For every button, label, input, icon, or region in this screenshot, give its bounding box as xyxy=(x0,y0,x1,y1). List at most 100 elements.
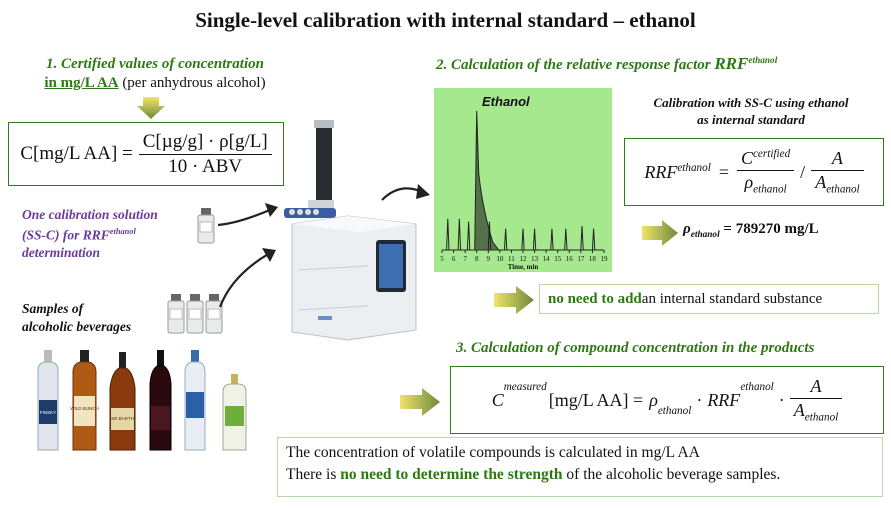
step3-frac-den: Aethanol xyxy=(790,399,842,424)
rho-symbol: ρ xyxy=(683,221,691,237)
rrf-rho-sub: ethanol xyxy=(753,183,787,196)
step2-heading-sup: ethanol xyxy=(748,56,778,66)
page-title: Single-level calibration with internal s… xyxy=(195,8,696,32)
conclusion-line2-post: of the alcoholic beverage samples. xyxy=(562,466,781,483)
step1-formula-fraction: C[µg/g] · ρ[g/L] 10 · ABV xyxy=(138,131,272,178)
bottle-flat xyxy=(222,374,247,451)
calibration-line2-sup: ethanol xyxy=(109,227,136,236)
chromatogram-peak xyxy=(457,218,462,251)
chromatogram-x-tick-label: 10 xyxy=(496,255,504,263)
step3-unit: [mg/L AA] = xyxy=(548,389,644,410)
step1-formula-box: C[mg/L AA] = C[µg/g] · ρ[g/L] 10 · ABV xyxy=(8,122,284,186)
chromatogram-peak xyxy=(466,221,471,251)
rrf-equals: = xyxy=(718,161,729,182)
chromatogram-x-tick-label: 18 xyxy=(589,255,597,263)
step3-rho-sub: ethanol xyxy=(657,405,692,417)
bottle-label-2: WILD BUNCH xyxy=(70,406,99,411)
step1-formula-denominator: 10 · ABV xyxy=(168,155,243,177)
chromatogram-peak xyxy=(580,225,584,251)
chromatogram-x-axis-label: Time, min xyxy=(508,263,539,271)
rrf-c: C xyxy=(740,148,753,169)
chromatogram-peak xyxy=(446,218,450,251)
step1-formula-numerator: C[µg/g] · ρ[g/L] xyxy=(138,131,272,155)
conclusion-line2: There is no need to determine the streng… xyxy=(286,464,874,486)
conclusion-box: The concentration of volatile compounds … xyxy=(277,437,883,497)
calibration-note-line1: Calibration with SS-C using ethanol xyxy=(653,95,849,110)
chromatogram-x-tick-label: 9 xyxy=(487,255,491,263)
no-need-bold: no need to add xyxy=(548,290,642,307)
curved-arrow-samples-icon xyxy=(218,252,271,308)
rrf-lhs-text: RRF xyxy=(644,161,678,182)
no-need-rest: an internal standard substance xyxy=(641,290,823,307)
chromatogram-x-tick-label: 16 xyxy=(566,255,574,263)
calibration-line2-text: (SS-C) for RRF xyxy=(22,227,110,243)
rho-number: = 789270 mg/L xyxy=(719,221,819,237)
step3-rrf-sup: ethanol xyxy=(740,381,774,393)
chromatogram-peak xyxy=(521,228,525,251)
step2-heading-rrf: RRF xyxy=(714,54,749,73)
rrf-a: A xyxy=(815,172,827,193)
no-need-box: no need to add an internal standard subs… xyxy=(539,284,879,314)
step3-heading: 3. Calculation of compound concentration… xyxy=(456,340,815,356)
conclusion-line2-bold: no need to determine the strength xyxy=(340,466,563,483)
chromatogram-x-tick-label: 7 xyxy=(463,255,467,263)
chromatogram-peak xyxy=(550,228,554,251)
bottle-brandy xyxy=(109,352,136,451)
calibration-vial-icon xyxy=(197,208,215,244)
conclusion-line2-pre: There is xyxy=(286,466,341,483)
step3-a: A xyxy=(793,400,805,421)
rrf-slash: / xyxy=(800,161,806,182)
rrf-lhs: RRFethanol xyxy=(644,162,710,183)
chromatogram-x-tick-label: 17 xyxy=(577,255,585,263)
step3-a-sub: ethanol xyxy=(804,411,839,424)
curved-arrow-calibration-icon xyxy=(217,207,273,227)
step2-heading-text: 2. Calculation of the relative response … xyxy=(436,57,715,73)
rrf-rho: ρ xyxy=(744,172,754,193)
calibration-line2: (SS-C) for RRFethanol xyxy=(22,223,158,244)
calibration-note: Calibration with SS-C using ethanol as i… xyxy=(622,94,880,128)
rrf-frac2-num: A xyxy=(811,148,864,172)
step1-down-arrow-icon xyxy=(137,97,165,119)
step3-c: C xyxy=(491,389,504,410)
chromatogram-peak xyxy=(532,228,537,251)
curved-arrow-right-icon xyxy=(381,187,423,201)
calibration-solution-text: One calibration solution (SS-C) for RRFe… xyxy=(22,206,158,261)
samples-text: Samples of alcoholic beverages xyxy=(22,300,131,336)
rrf-frac1-den: ρethanol xyxy=(737,171,794,196)
chromatogram-peak xyxy=(564,228,568,251)
step3-dot2: · xyxy=(778,389,785,410)
arrows-to-gc xyxy=(217,203,278,308)
step3-arrow-icon xyxy=(400,388,440,416)
samples-line2: alcoholic beverages xyxy=(22,319,132,334)
no-need-arrow-icon xyxy=(494,286,534,314)
chromatogram-x-tick-label: 12 xyxy=(520,255,528,263)
calibration-line3: determination xyxy=(22,244,101,260)
calibration-note-line2: as internal standard xyxy=(697,112,805,127)
bottle-vodka-2 xyxy=(184,350,206,451)
bottle-vodka-1 xyxy=(37,350,59,451)
chromatogram-peak xyxy=(591,228,596,251)
bottles-illustration: FINSKY WILD BUNCH SR.BARTH xyxy=(37,350,247,451)
step3-rrf: RRF xyxy=(707,389,741,410)
chromatogram-x-tick-label: 6 xyxy=(452,255,456,263)
chromatogram-x-tick-label: 14 xyxy=(543,255,551,263)
step3-rho: ρ xyxy=(649,389,658,410)
rrf-c-sup: certified xyxy=(752,148,791,161)
chromatogram-peak xyxy=(503,228,508,251)
rrf-frac1-num: Ccertified xyxy=(736,148,795,172)
bottle-whisky xyxy=(72,350,97,451)
rrf-frac2-den: Aethanol xyxy=(811,171,863,196)
rho-sub: ethanol xyxy=(690,230,720,240)
step1-heading-line2: in mg/L AA (per anhydrous alcohol) xyxy=(10,74,300,93)
chromatogram-x-tick-label: 11 xyxy=(508,255,515,263)
step1-unit-link: in mg/L AA xyxy=(44,75,119,91)
step1-heading: 1. Certified values of concentration in … xyxy=(10,55,300,93)
step3-fraction: A Aethanol xyxy=(789,376,843,424)
rrf-fraction-1: Ccertified ρethanol xyxy=(736,148,795,196)
step1-formula-lhs: C[mg/L AA] = xyxy=(20,143,133,164)
chromatogram-peak xyxy=(474,110,500,251)
step3-c-sup: measured xyxy=(503,381,547,393)
gas-chromatograph-image xyxy=(284,120,417,341)
